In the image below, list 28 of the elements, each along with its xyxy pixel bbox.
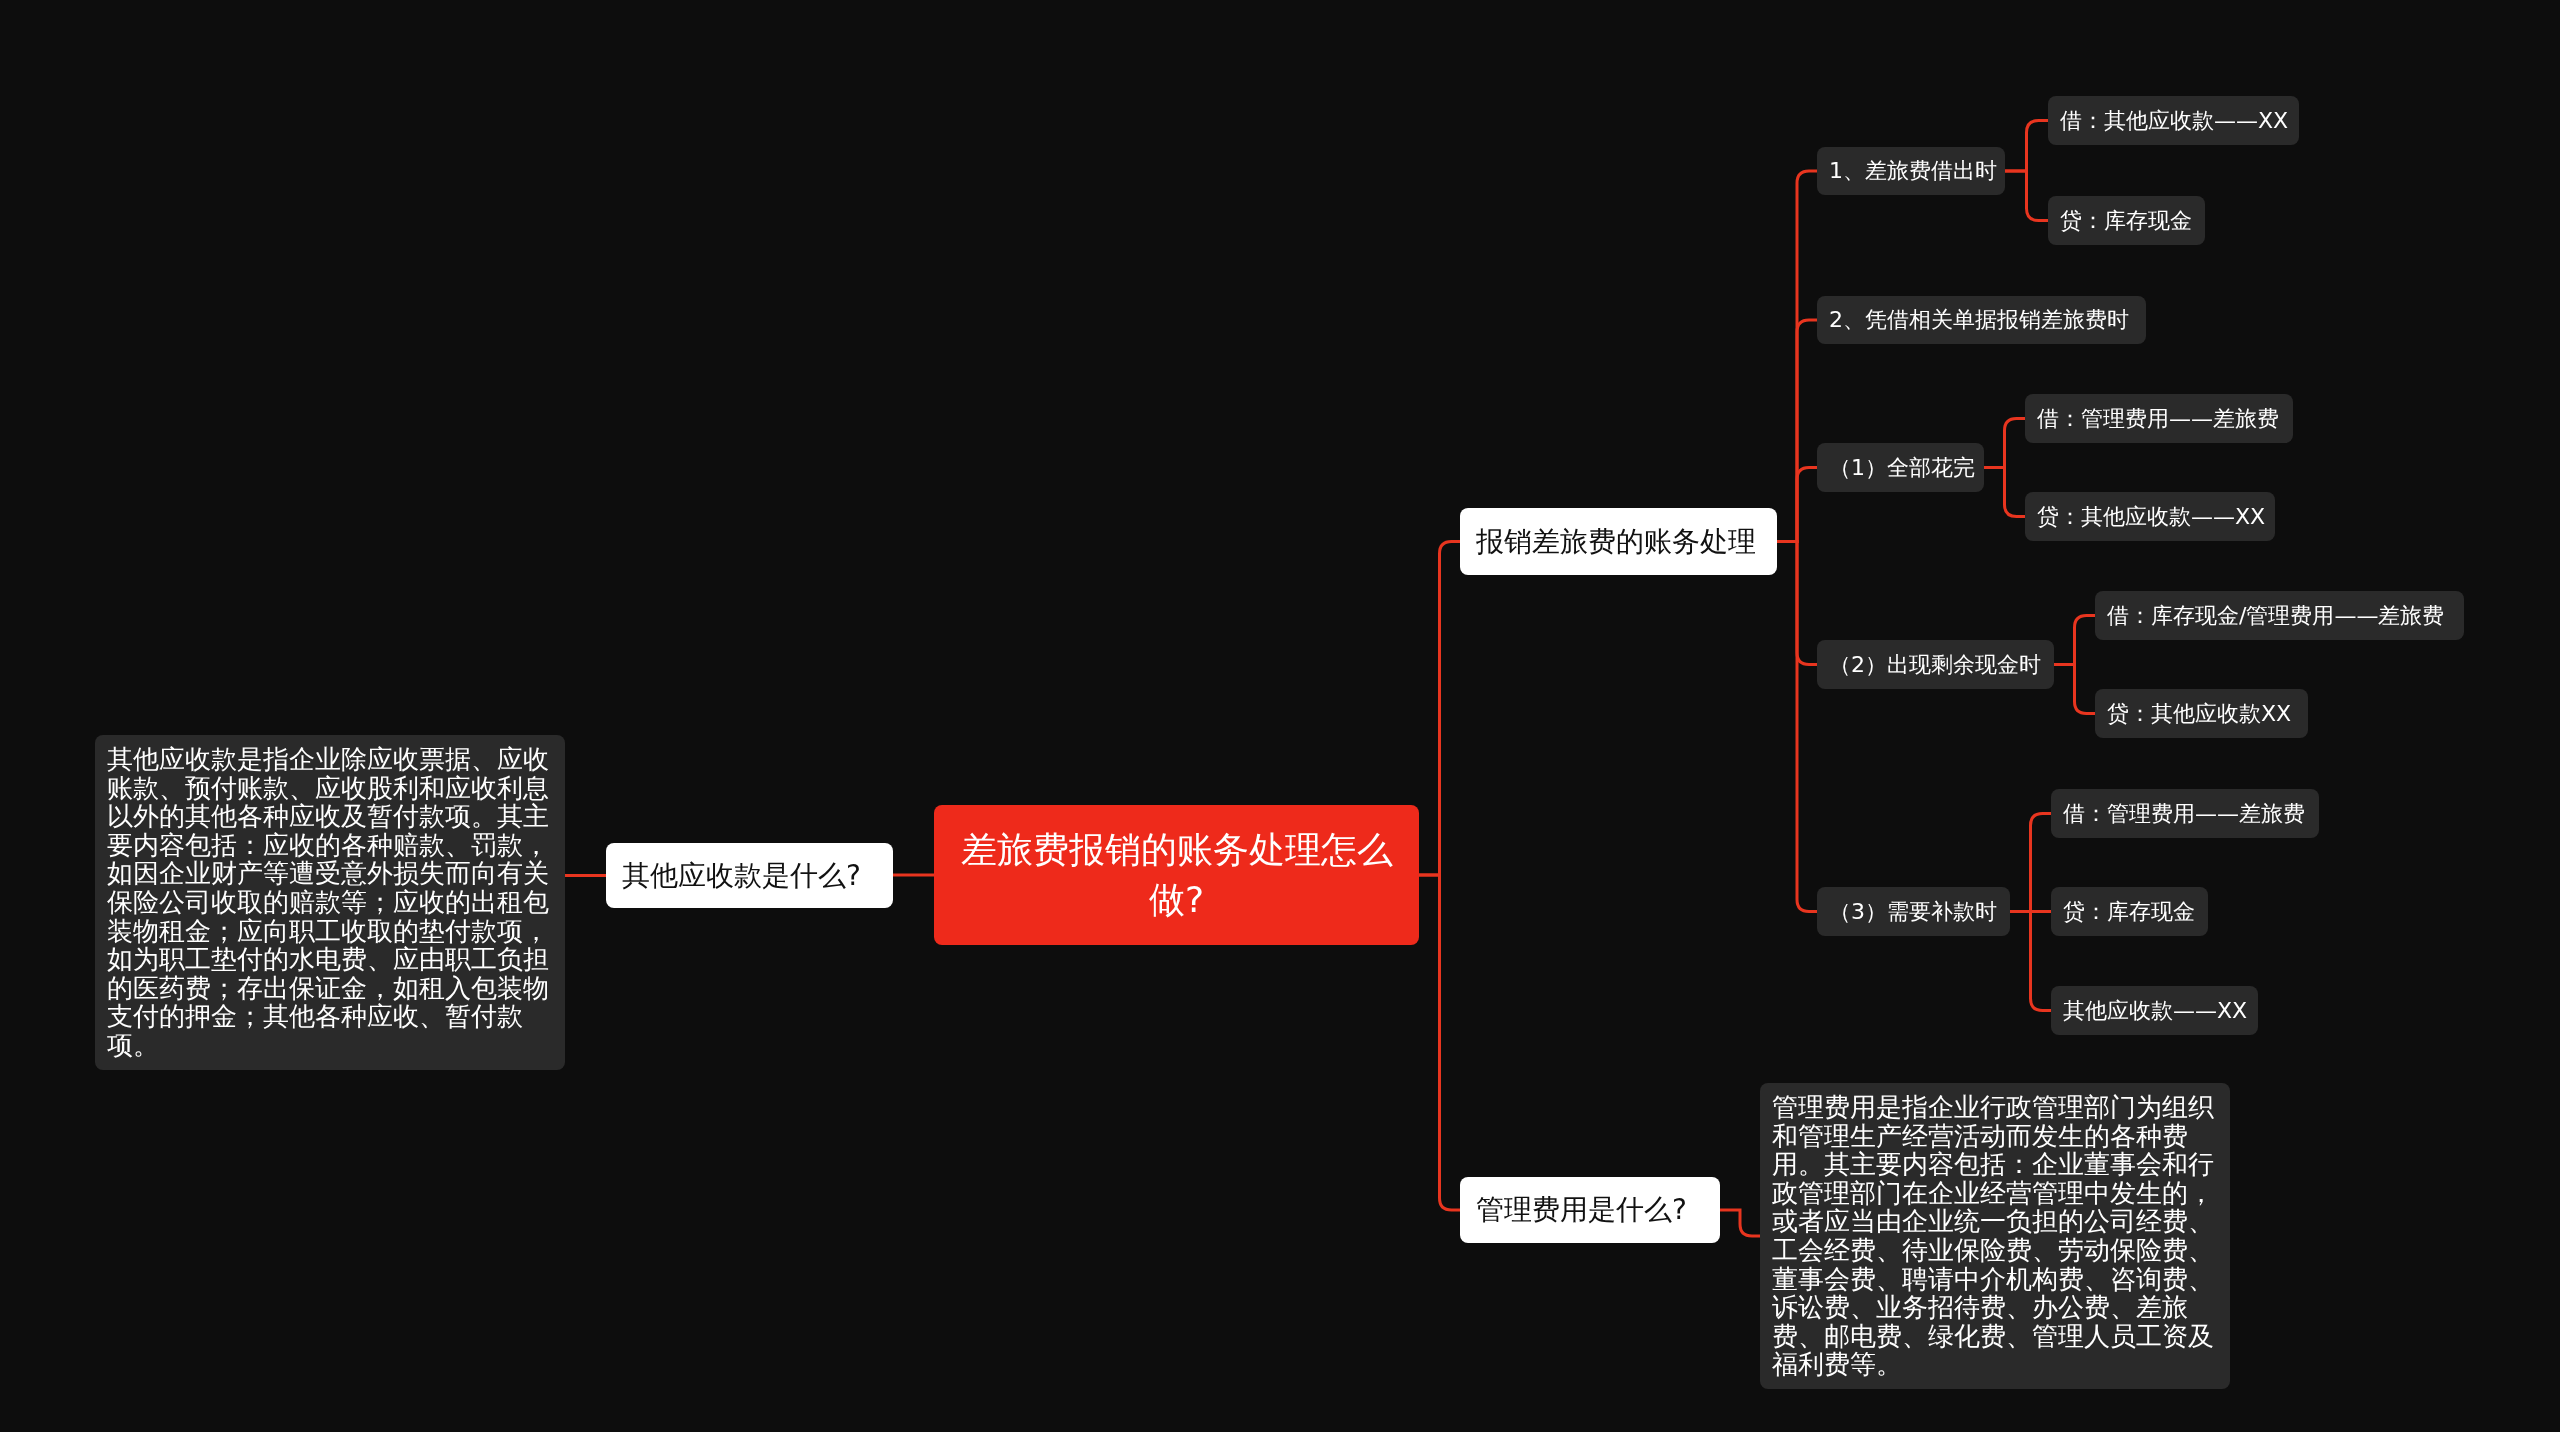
subtopic-box: 其他应收款——XX xyxy=(2051,986,2258,1035)
subtopic-box: （2）出现剩余现金时 xyxy=(1817,640,2054,689)
connector-line xyxy=(2054,663,2095,715)
connector-line xyxy=(2005,169,2048,222)
topic-box: 其他应收款是什么? xyxy=(606,843,893,908)
note-box: 管理费用是指企业行政管理部门为组织和管理生产经营活动而发生的各种费用。其主要内容包括：企业董事会和行政管理部门在企业经营管理中发生的，或者应当由企业统一负担的公司经费、工会经费、待业保险费、劳动保险费、董事会费、聘请中介机构费、咨询费、诉讼费、业务招待费、办公费、差旅费、邮电费、绿化费、管理人员工资及福利费等。 xyxy=(1760,1083,2230,1389)
connector-line xyxy=(1720,1208,1760,1238)
topic-box: 报销差旅费的账务处理 xyxy=(1460,508,1777,575)
subtopic-box: 贷：其他应收款——XX xyxy=(2025,492,2275,541)
subtopic-box: 借：库存现金/管理费用——差旅费 xyxy=(2095,591,2464,640)
subtopic-box: 贷：其他应收款XX xyxy=(2095,689,2308,738)
subtopic-box: 借：管理费用——差旅费 xyxy=(2025,394,2293,443)
central-topic: 差旅费报销的账务处理怎么做? xyxy=(934,805,1419,945)
connector-line xyxy=(893,873,934,877)
subtopic-box: 1、差旅费借出时 xyxy=(1817,147,2005,195)
subtopic-box: 贷：库存现金 xyxy=(2048,196,2205,245)
connector-line xyxy=(1984,466,2025,518)
subtopic-box: 借：管理费用——差旅费 xyxy=(2051,789,2319,838)
subtopic-box: 借：其他应收款——XX xyxy=(2048,96,2299,145)
connector-line xyxy=(1419,873,1460,1212)
topic-box: 管理费用是什么? xyxy=(1460,1177,1720,1243)
connector-line xyxy=(2010,910,2051,1012)
subtopic-box: （3）需要补款时 xyxy=(1817,887,2010,936)
note-box: 其他应收款是指企业除应收票据、应收账款、预付账款、应收股利和应收利息以外的其他各种应收及暂付款项。其主要内容包括：应收的各种赔款、罚款，如因企业财产等遭受意外损失而向有关保险公司收取的赔款等；应收的出租包装物租金；应向职工收取的垫付款项，如为职工垫付的水电费、应由职工负担的医药费；存出保证金，如租入包装物支付的押金；其他各种应收、暂付款项。 xyxy=(95,735,565,1070)
subtopic-box: （1）全部花完 xyxy=(1817,443,1984,492)
subtopic-box: 贷：库存现金 xyxy=(2051,887,2208,936)
connector-line xyxy=(565,874,606,877)
subtopic-box: 2、凭借相关单据报销差旅费时 xyxy=(1817,296,2146,344)
